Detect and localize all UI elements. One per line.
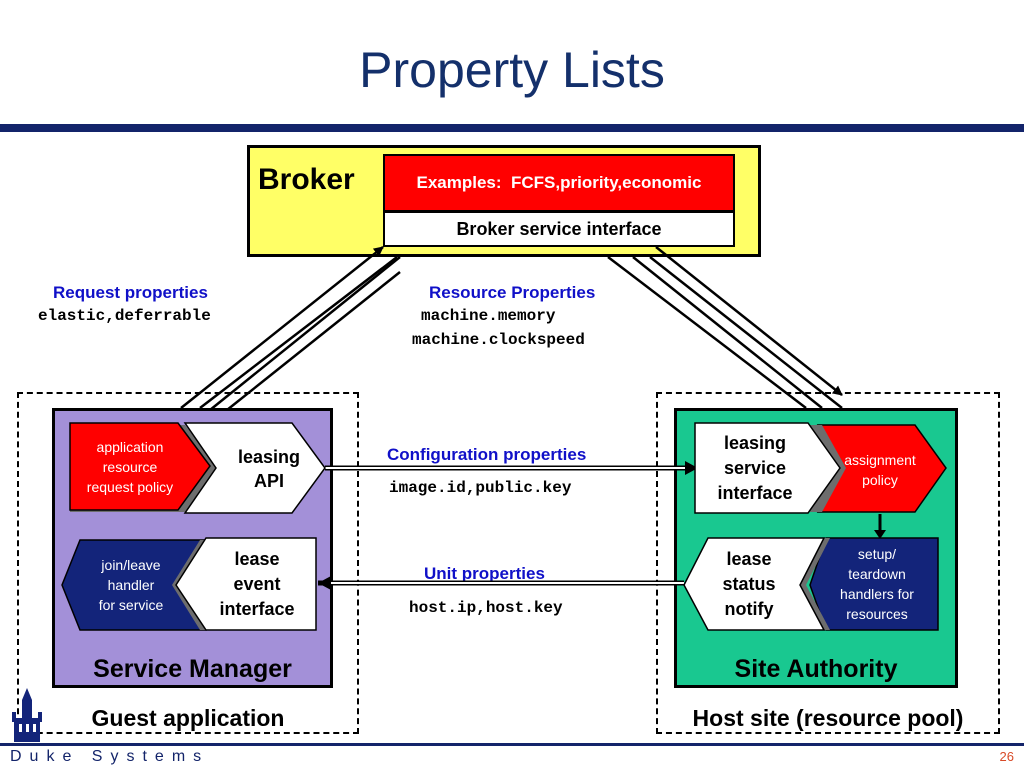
leasing-service-shape: [694, 422, 841, 514]
setup-teardown-label: setup/ teardown handlers for resources: [818, 542, 936, 626]
join-leave-line-3: for service: [98, 597, 164, 613]
request-properties-label: Request properties: [53, 283, 208, 302]
broker-examples-box: Examples: FCFS,priority,economic: [383, 154, 735, 212]
lease-status-line-2: status: [722, 573, 776, 594]
application-policy-line-3: request policy: [86, 479, 174, 495]
leasing-api-label: leasing API: [222, 440, 316, 498]
broker-label: Broker: [258, 163, 355, 196]
page-number: 26: [999, 749, 1014, 764]
page-title: Property Lists: [359, 42, 665, 98]
leasing-api-shape: [183, 422, 326, 514]
application-policy-label: application resource request policy: [70, 432, 190, 502]
service-manager-label: Service Manager: [93, 655, 292, 683]
unit-arrow: [318, 576, 684, 590]
assignment-to-setup-arrow: [874, 514, 886, 539]
configuration-arrow: [325, 461, 698, 475]
leasing-api-line-1: leasing: [237, 447, 301, 467]
leasing-service-label: leasing service interface: [700, 428, 810, 508]
resource-properties-value-clockspeed: machine.clockspeed: [412, 331, 585, 349]
broker-site-authority-link: [607, 246, 843, 409]
lease-status-label: lease status notify: [702, 544, 796, 624]
join-leave-line-2: handler: [107, 577, 155, 593]
setup-teardown-line-4: resources: [846, 606, 908, 622]
lease-event-label: lease event interface: [204, 544, 310, 624]
resource-properties-label: Resource Properties: [429, 283, 596, 302]
assignment-policy-label: assignment policy: [840, 448, 920, 492]
setup-teardown-line-3: handlers for: [840, 586, 914, 602]
leasing-api-line-2: API: [253, 471, 284, 491]
unit-properties-values: host.ip,host.key: [409, 599, 563, 617]
lease-status-line-1: lease: [726, 548, 772, 569]
broker-service-interface: Broker service interface: [383, 211, 735, 247]
configuration-properties-label: Configuration properties: [387, 445, 587, 464]
lease-event-line-1: lease: [234, 548, 280, 569]
setup-teardown-shape: [809, 537, 939, 631]
leasing-service-line-3: interface: [717, 482, 793, 503]
footer-divider: [0, 743, 1024, 746]
resource-properties-value-memory: machine.memory: [421, 307, 556, 325]
setup-teardown-line-2: teardown: [848, 566, 906, 582]
leasing-service-line-1: leasing: [723, 432, 787, 453]
unit-properties-label: Unit properties: [424, 564, 545, 583]
lease-event-shape: [175, 537, 317, 631]
application-policy-line-2: resource: [102, 459, 158, 475]
join-leave-label: join/leave handler for service: [78, 550, 184, 620]
host-site-label: Host site (resource pool): [692, 705, 964, 731]
application-policy-line-1: application: [96, 439, 164, 455]
lease-status-shape: [683, 537, 826, 631]
lease-event-line-2: event: [233, 573, 281, 594]
assignment-policy-line-2: policy: [862, 472, 898, 488]
broker-service-manager-link: [180, 246, 401, 411]
join-leave-shape: [61, 539, 207, 631]
guest-application-container: [17, 392, 359, 734]
leasing-service-line-2: service: [723, 457, 787, 478]
request-properties-values: elastic,deferrable: [38, 307, 211, 325]
lease-event-line-3: interface: [219, 598, 295, 619]
lease-status-line-3: notify: [724, 598, 774, 619]
configuration-properties-values: image.id,public.key: [389, 479, 572, 497]
footer-brand: Duke Systems: [10, 748, 210, 765]
join-leave-line-1: join/leave: [101, 557, 161, 573]
site-authority-label: Site Authority: [734, 655, 898, 683]
setup-teardown-line-1: setup/: [857, 546, 897, 562]
assignment-policy-line-1: assignment: [844, 452, 916, 468]
title-divider: [0, 124, 1024, 132]
guest-application-label: Guest application: [91, 705, 285, 731]
host-site-container: [656, 392, 1000, 734]
